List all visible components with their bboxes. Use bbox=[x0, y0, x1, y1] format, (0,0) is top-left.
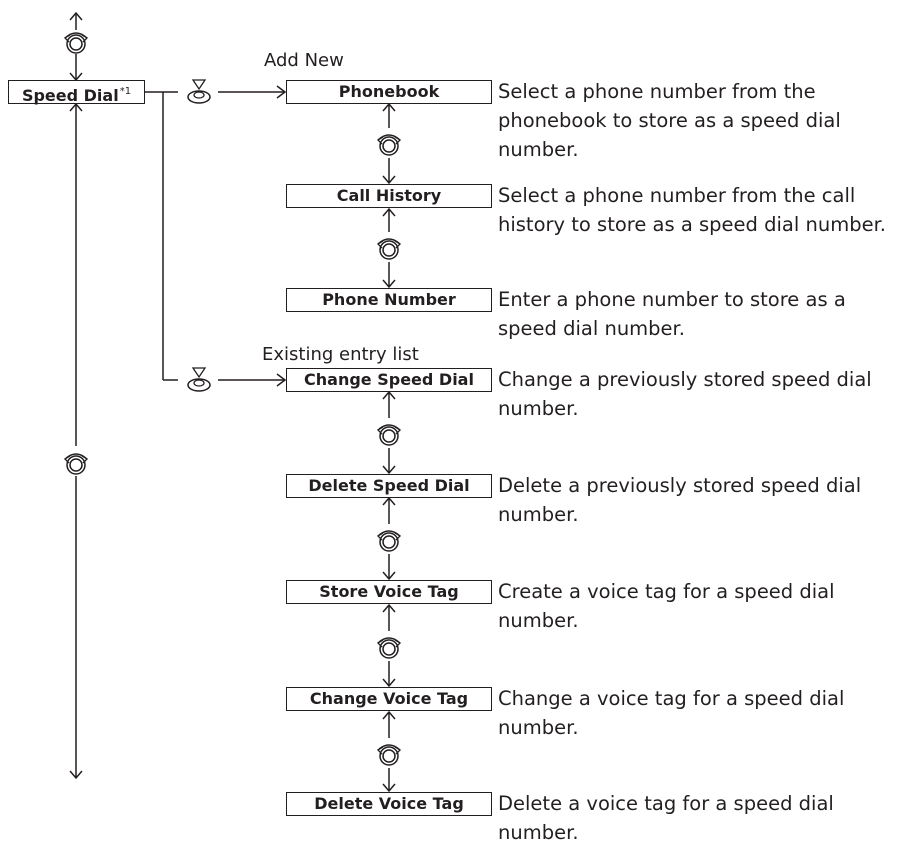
interface-dial-rotate-icon bbox=[64, 32, 88, 54]
description-line: number. bbox=[498, 397, 579, 420]
description-phonebook: Select a phone number from the phonebook… bbox=[498, 77, 841, 164]
description-call-history: Select a phone number from the call hist… bbox=[498, 181, 886, 239]
interface-dial-rotate-icon bbox=[377, 637, 401, 659]
menu-item-change-voice-tag: Change Voice Tag bbox=[286, 687, 492, 711]
description-delete-speed-dial: Delete a previously stored speed dial nu… bbox=[498, 471, 861, 529]
speed-dial-node: Speed Dial*1 bbox=[8, 80, 145, 105]
description-line: Change a previously stored speed dial bbox=[498, 368, 872, 391]
caption-existing-entry-list: Existing entry list bbox=[262, 344, 419, 365]
description-line: Delete a previously stored speed dial bbox=[498, 474, 862, 497]
menu-item-phone-number: Phone Number bbox=[286, 288, 492, 312]
description-line: Select a phone number from the bbox=[498, 80, 816, 103]
description-line: Create a voice tag for a speed dial bbox=[498, 580, 835, 603]
menu-item-delete-voice-tag: Delete Voice Tag bbox=[286, 792, 492, 816]
interface-dial-rotate-icon bbox=[377, 134, 401, 156]
description-line: Delete a voice tag for a speed dial bbox=[498, 792, 834, 815]
description-change-voice-tag: Change a voice tag for a speed dial numb… bbox=[498, 684, 844, 742]
menu-item-call-history: Call History bbox=[286, 184, 492, 208]
description-line: Change a voice tag for a speed dial bbox=[498, 687, 845, 710]
description-line: number. bbox=[498, 716, 579, 739]
menu-item-change-speed-dial: Change Speed Dial bbox=[286, 368, 492, 392]
interface-dial-press-icon bbox=[187, 367, 211, 392]
description-line: phonebook to store as a speed dial bbox=[498, 109, 841, 132]
menu-item-delete-speed-dial: Delete Speed Dial bbox=[286, 474, 492, 498]
description-line: number. bbox=[498, 821, 579, 844]
interface-dial-rotate-icon bbox=[64, 453, 88, 475]
interface-dial-press-icon bbox=[187, 79, 211, 104]
description-delete-voice-tag: Delete a voice tag for a speed dial numb… bbox=[498, 789, 834, 847]
interface-dial-rotate-icon bbox=[377, 238, 401, 260]
menu-item-phonebook: Phonebook bbox=[286, 80, 492, 104]
description-store-voice-tag: Create a voice tag for a speed dial numb… bbox=[498, 577, 835, 635]
description-line: speed dial number. bbox=[498, 317, 685, 340]
description-line: Enter a phone number to store as a bbox=[498, 288, 846, 311]
description-line: number. bbox=[498, 609, 579, 632]
description-line: number. bbox=[498, 503, 579, 526]
interface-dial-rotate-icon bbox=[377, 424, 401, 446]
description-change-speed-dial: Change a previously stored speed dial nu… bbox=[498, 365, 872, 423]
menu-item-store-voice-tag: Store Voice Tag bbox=[286, 580, 492, 604]
interface-dial-rotate-icon bbox=[377, 744, 401, 766]
interface-dial-rotate-icon bbox=[377, 530, 401, 552]
speed-dial-label: Speed Dial bbox=[21, 86, 119, 105]
description-line: Select a phone number from the call bbox=[498, 184, 856, 207]
description-phone-number: Enter a phone number to store as a speed… bbox=[498, 285, 846, 343]
footnote-marker: *1 bbox=[119, 86, 132, 97]
description-line: history to store as a speed dial number. bbox=[498, 213, 887, 236]
description-line: number. bbox=[498, 138, 579, 161]
caption-add-new: Add New bbox=[264, 50, 344, 71]
